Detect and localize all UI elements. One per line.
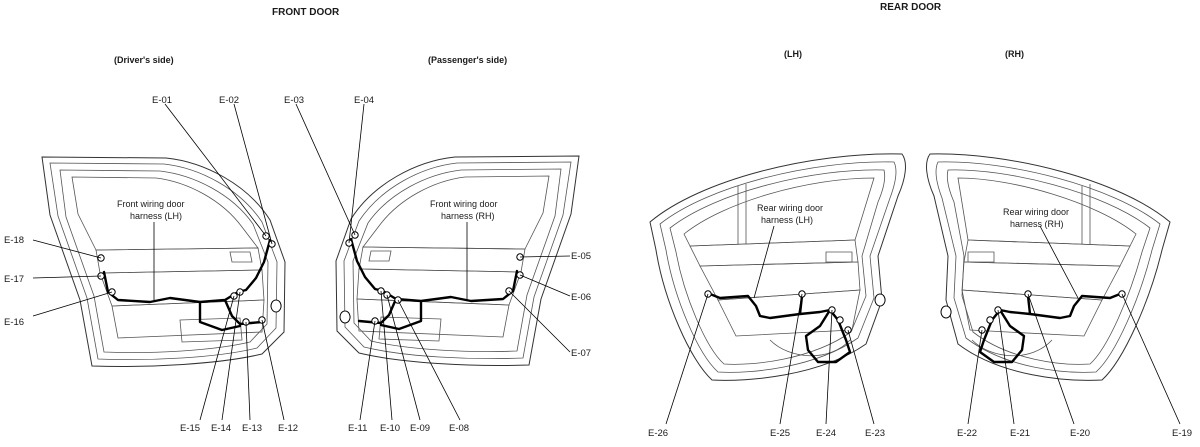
front-rh-harness (349, 237, 519, 331)
connector-label-e02: E-02 (219, 95, 239, 106)
front-door-title: FRONT DOOR (272, 7, 340, 18)
connector-label-e01: E-01 (152, 95, 172, 106)
front-lh-connectors (97, 232, 282, 326)
front-lh-harness (102, 238, 272, 332)
rear-door-rh-outline (926, 153, 1171, 381)
connector-label-e18: E-18 (4, 235, 24, 246)
rear-rh-label: (RH) (1005, 49, 1024, 59)
connector-label-e25: E-25 (770, 428, 790, 439)
connector-label-e05: E-05 (571, 251, 591, 262)
connector-label-e16: E-16 (4, 317, 24, 328)
rear-lh-harness (708, 292, 852, 364)
connector-label-e15: E-15 (180, 423, 200, 434)
rear-rh-harness-callout-line1: Rear wiring door (1003, 207, 1069, 217)
connector-label-e17: E-17 (4, 274, 24, 285)
rear-rh-harness (978, 292, 1122, 364)
rear-door-lh-outline (649, 153, 906, 381)
front-door-rh-outline (335, 155, 580, 366)
front-rh-leaders (295, 103, 571, 421)
rear-rh-harness-callout-line2: harness (RH) (1010, 219, 1064, 229)
connector-label-e20: E-20 (1070, 428, 1090, 439)
front-lh-harness-callout-line1: Front wiring door (117, 199, 185, 209)
connector-label-e12: E-12 (278, 423, 298, 434)
connector-label-e19: E-19 (1172, 428, 1192, 439)
connector-label-e24: E-24 (816, 428, 836, 439)
rear-lh-leaders (665, 225, 875, 425)
front-rh-connectors (339, 231, 524, 325)
rear-door-title: REAR DOOR (880, 2, 942, 13)
rear-lh-harness-callout-line2: harness (LH) (761, 215, 813, 225)
connector-label-e07: E-07 (571, 348, 591, 359)
connector-label-e14: E-14 (211, 423, 231, 434)
connector-label-e06: E-06 (571, 292, 591, 303)
front-lh-leaders (32, 103, 285, 421)
rear-lh-harness-callout-line1: Rear wiring door (757, 203, 823, 213)
drivers-side-label: (Driver's side) (114, 55, 174, 65)
front-lh-harness-callout-line2: harness (LH) (130, 211, 182, 221)
connector-label-e22: E-22 (957, 428, 977, 439)
connector-label-e13: E-13 (242, 423, 262, 434)
rear-rh-connectors (940, 290, 1126, 334)
connector-labels: E-01 E-02 E-03 E-04 E-05 E-06 E-07 E-08 … (4, 95, 1192, 439)
connector-label-e23: E-23 (865, 428, 885, 439)
connector-label-e03: E-03 (284, 95, 304, 106)
connector-label-e09: E-09 (410, 423, 430, 434)
front-rh-harness-callout-line2: harness (RH) (441, 211, 495, 221)
rear-lh-label: (LH) (784, 49, 802, 59)
front-rh-harness-callout-line1: Front wiring door (430, 199, 498, 209)
connector-label-e26: E-26 (648, 428, 668, 439)
connector-label-e04: E-04 (354, 95, 374, 106)
connector-label-e10: E-10 (380, 423, 400, 434)
front-door-lh-outline (41, 156, 286, 367)
connector-label-e11: E-11 (348, 423, 367, 434)
connector-label-e21: E-21 (1010, 428, 1030, 439)
passengers-side-label: (Passenger's side) (428, 55, 507, 65)
connector-label-e08: E-08 (449, 423, 469, 434)
rear-rh-leaders (967, 225, 1181, 425)
